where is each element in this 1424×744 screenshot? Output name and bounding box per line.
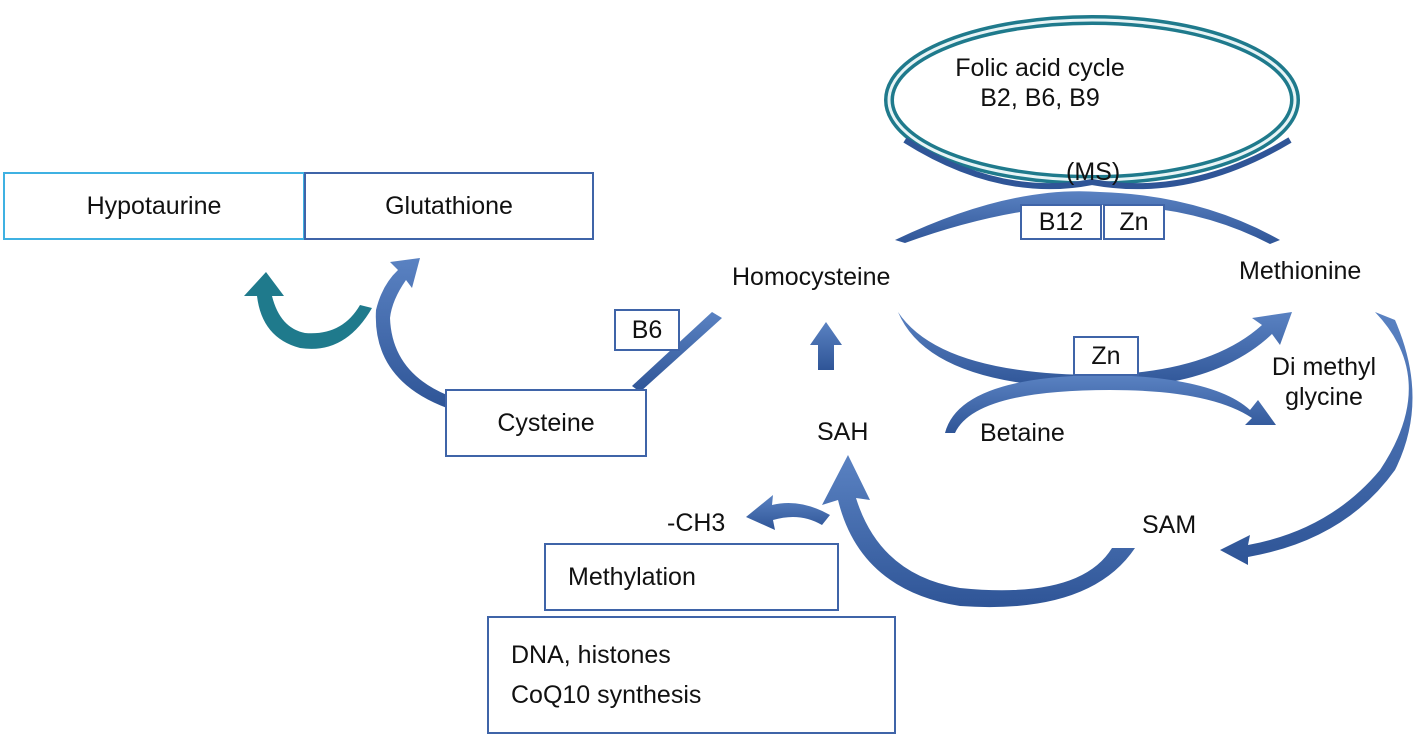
arrow-homocysteine-to-methionine-bottom <box>898 312 1292 388</box>
methionine-label: Methionine <box>1239 257 1362 285</box>
arrow-sah-to-homocysteine <box>810 322 842 370</box>
dimethylglycine-label: Di methyl glycine <box>1256 352 1392 412</box>
methylation-targets-box: DNA, histones CoQ10 synthesis <box>487 616 896 734</box>
homocysteine-label: Homocysteine <box>732 263 891 291</box>
sah-label: SAH <box>817 418 869 446</box>
zn-top-box: Zn <box>1103 204 1165 240</box>
b12-box: B12 <box>1020 204 1102 240</box>
cysteine-box: Cysteine <box>445 389 647 457</box>
glutathione-box: Glutathione <box>304 172 594 240</box>
arrow-betaine-to-dimethylglycine <box>945 375 1276 433</box>
arrow-homocysteine-to-methionine-top <box>895 191 1280 244</box>
arrow-sam-to-sah <box>822 455 1135 608</box>
ms-enzyme-label: (MS) <box>1066 158 1121 186</box>
arrow-homocysteine-to-cysteine <box>632 312 722 392</box>
zn-mid-box: Zn <box>1073 336 1139 376</box>
folic-acid-cycle-ring <box>884 15 1300 190</box>
dimethylglycine-line-1: Di methyl <box>1271 353 1377 381</box>
arrow-cysteine-to-glutathione <box>375 258 447 408</box>
b6-box: B6 <box>614 309 680 351</box>
sam-label: SAM <box>1142 511 1197 539</box>
arrow-ch3-branch <box>746 495 830 530</box>
folic-cycle-title: Folic acid cycle <box>955 54 1125 82</box>
arrow-methionine-to-sam <box>1220 312 1413 565</box>
methylation-box: Methylation <box>544 543 839 611</box>
folic-cycle-vitamins: B2, B6, B9 <box>980 84 1100 112</box>
betaine-label: Betaine <box>980 419 1065 447</box>
hypotaurine-box: Hypotaurine <box>3 172 305 240</box>
ch3-label: -CH3 <box>667 509 726 537</box>
dimethylglycine-line-2: glycine <box>1285 383 1363 411</box>
arrow-to-hypotaurine <box>244 272 372 349</box>
targets-line-1: DNA, histones <box>511 641 671 669</box>
targets-line-2: CoQ10 synthesis <box>511 681 702 709</box>
folic-cycle-label: Folic acid cycle B2, B6, B9 <box>932 53 1148 113</box>
